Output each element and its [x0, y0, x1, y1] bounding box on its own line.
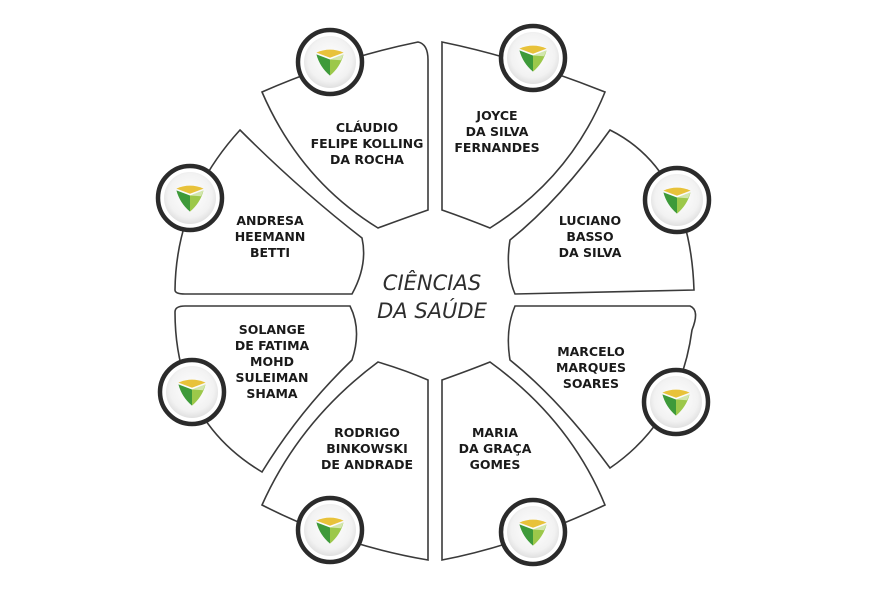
member-name-line: RODRIGO [334, 425, 400, 440]
member-name-line: FERNANDES [454, 140, 539, 155]
member-name-line: DE ANDRADE [321, 457, 413, 472]
shield-logo-icon [157, 357, 227, 427]
shield-logo-icon [498, 23, 568, 93]
member-name-line: SULEIMAN [236, 370, 309, 385]
petal-marcelo [507, 305, 697, 470]
petal-maria [441, 361, 607, 561]
member-name-line: FELIPE KOLLING [311, 136, 424, 151]
shield-logo-icon [295, 27, 365, 97]
shield-logo-icon [498, 497, 568, 567]
member-name-line: SHAMA [246, 386, 298, 401]
center-title-line-1: CIÊNCIAS [383, 270, 481, 295]
member-name-line: DA GRAÇA [459, 441, 532, 456]
member-name-line: JOYCE [475, 108, 517, 123]
shield-logo-icon [642, 165, 712, 235]
member-name-line: MARIA [472, 425, 518, 440]
member-name-line: MARQUES [556, 360, 626, 375]
member-name-line: LUCIANO [559, 213, 621, 228]
badge-group [155, 23, 712, 567]
member-name-line: DA ROCHA [330, 152, 404, 167]
member-name-line: BINKOWSKI [326, 441, 408, 456]
member-name-line: BETTI [250, 245, 290, 260]
member-name-line: HEEMANN [235, 229, 306, 244]
member-name-line: DA SILVA [466, 124, 529, 139]
member-name-line: DE FATIMA [235, 338, 310, 353]
member-name-line: MARCELO [557, 344, 625, 359]
member-name-line: SOLANGE [239, 322, 306, 337]
member-name-line: DA SILVA [559, 245, 622, 260]
member-name-line: BASSO [566, 229, 613, 244]
shield-logo-icon [155, 163, 225, 233]
shield-logo-icon [641, 367, 711, 437]
shield-logo-icon [295, 495, 365, 565]
center-title-line-2: DA SAÚDE [377, 298, 487, 323]
member-name-line: CLÁUDIO [336, 120, 398, 135]
member-name-line: SOARES [563, 376, 619, 391]
center-title: CIÊNCIAS DA SAÚDE [377, 270, 487, 323]
member-name-line: GOMES [470, 457, 521, 472]
member-name-line: ANDRESA [236, 213, 304, 228]
member-name-line: MOHD [250, 354, 294, 369]
